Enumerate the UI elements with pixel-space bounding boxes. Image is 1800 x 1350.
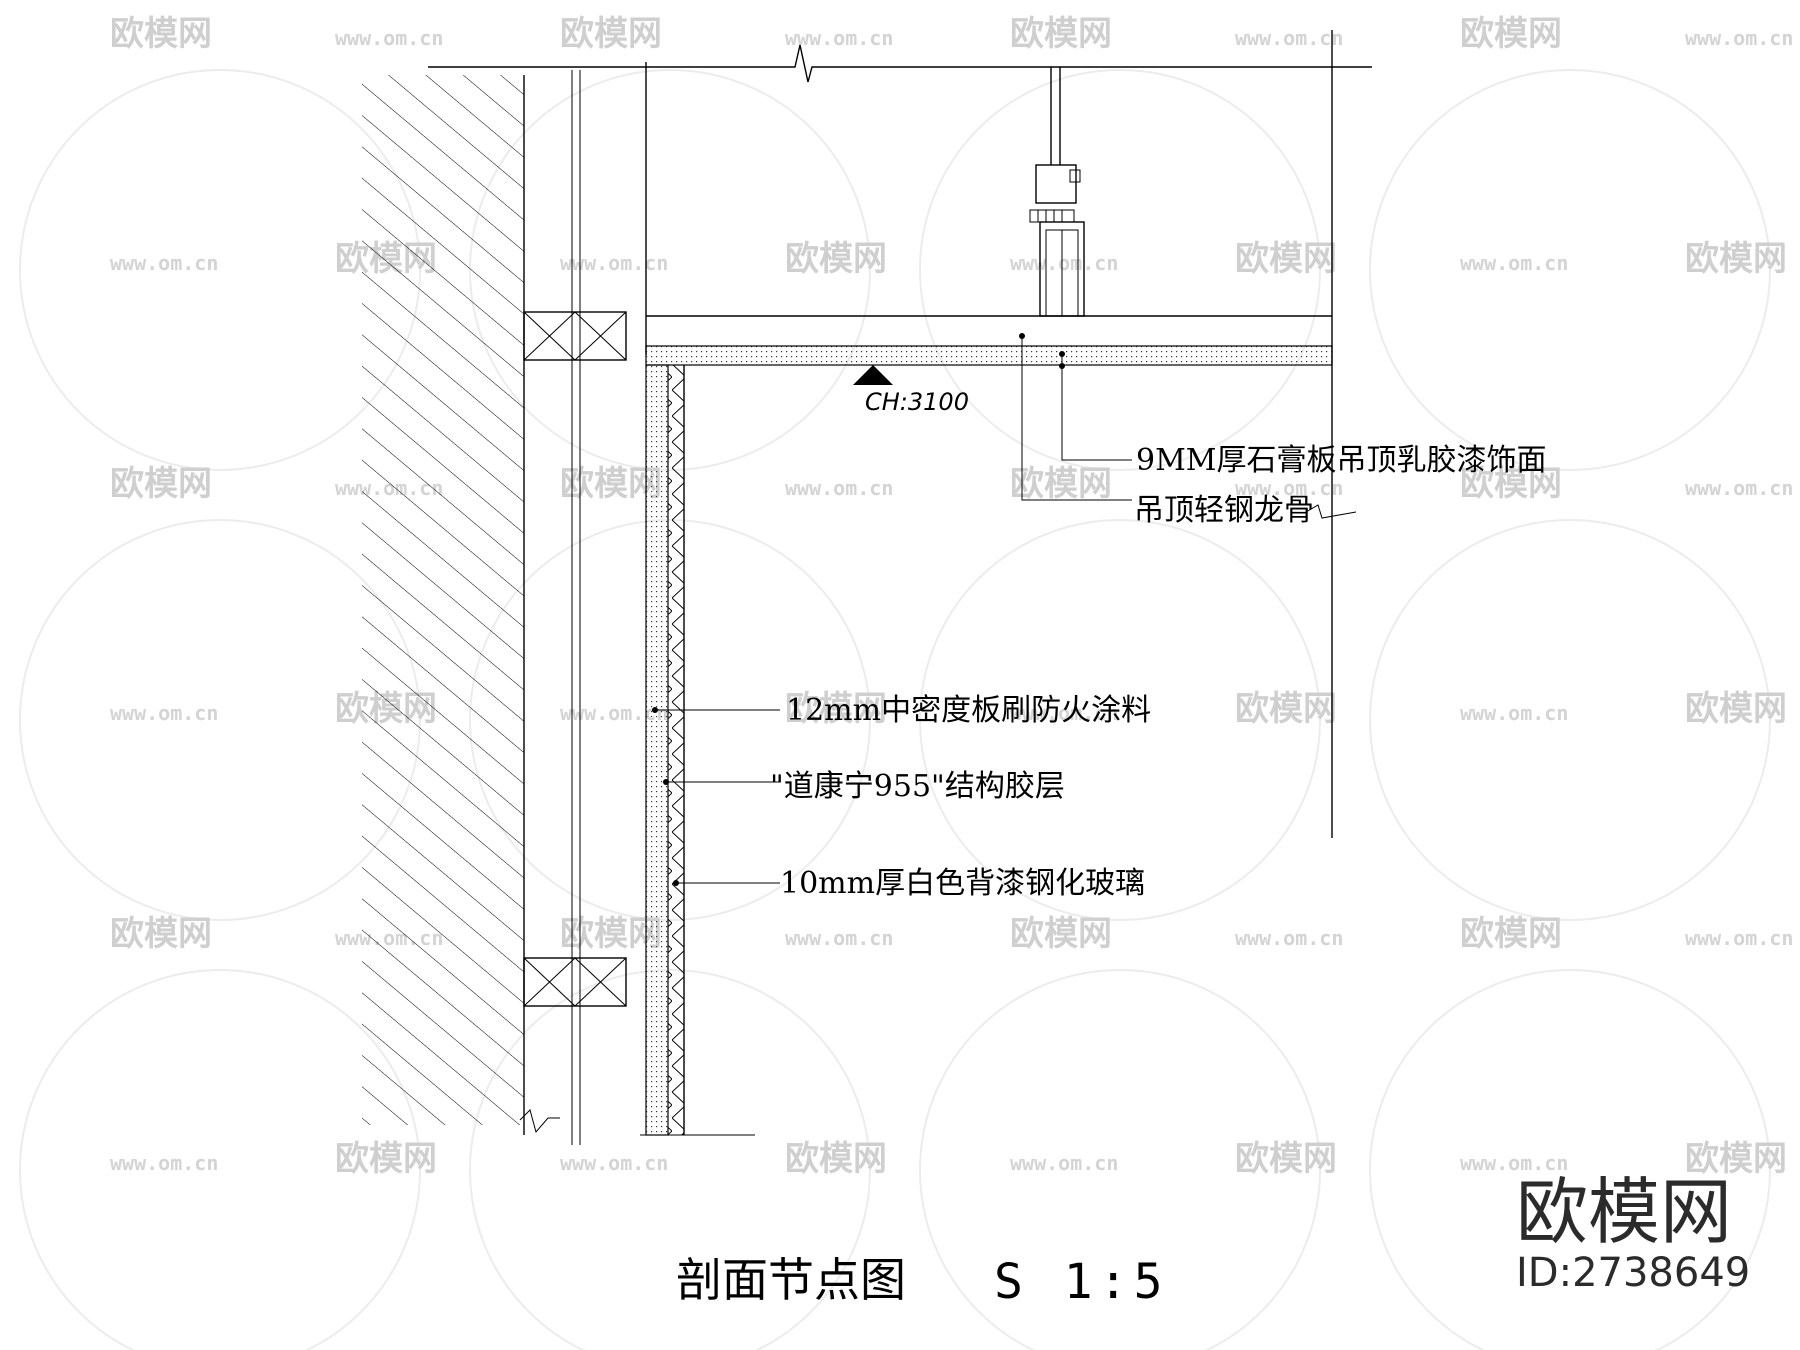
break-marks [519,1109,560,1134]
watermark-url: www.om.cn [1460,701,1568,725]
watermark-brand: 欧模网 [1460,14,1562,54]
watermark-url: www.om.cn [1685,926,1793,950]
watermark-url: www.om.cn [1460,1151,1568,1175]
watermark-brand: 欧模网 [1460,464,1562,504]
callout-mdf-board: 12mm中密度板刷防火涂料 [786,693,1151,728]
watermark-url: www.om.cn [110,251,218,275]
concrete-wall [362,75,525,1135]
ceiling-steel-keel [1029,67,1085,317]
watermark-brand: 欧模网 [1460,914,1562,954]
drawing-scale: S 1:5 [994,1254,1169,1310]
wall-finish-layers [640,364,755,1136]
watermark-brand: 欧模网 [110,464,212,504]
watermark-brand: 欧模网 [785,1139,887,1179]
ceiling-height-label: CH:3100 [865,388,969,416]
watermark-brand: 欧模网 [110,14,212,54]
watermark-url: www.om.cn [785,926,893,950]
callout-labels: 9MM厚石膏板吊顶乳胶漆饰面 吊顶轻钢龙骨 12mm中密度板刷防火涂料 "道康宁… [770,443,1547,901]
watermark-url: www.om.cn [1685,476,1793,500]
watermark-brand: 欧模网 [1685,239,1787,279]
slab-line [428,30,1372,838]
callout-steel-keel: 吊顶轻钢龙骨 [1134,493,1314,528]
callout-gypsum-ceiling: 9MM厚石膏板吊顶乳胶漆饰面 [1136,443,1547,478]
watermark-brand: 欧模网 [1010,914,1112,954]
watermark-layer: 欧模网 www.om.cn 欧模网 www.om.cn 欧模网 www.om.cn 欧模网 w… [110,14,1793,1179]
wall-framing-lines [571,62,647,1145]
callout-tempered-glass: 10mm厚白色背漆钢化玻璃 [780,866,1145,901]
watermark-url: www.om.cn [1460,251,1568,275]
watermark-brand: 欧模网 [560,464,662,504]
watermark-brand: 欧模网 [560,14,662,54]
watermark-url: www.om.cn [785,476,893,500]
watermark-url: www.om.cn [560,251,668,275]
ceiling-height-marker: CH:3100 [853,365,969,416]
watermark-brand: 欧模网 [1235,689,1337,729]
gypsum-ceiling [645,315,1333,366]
watermark-brand: 欧模网 [785,689,887,729]
brand-id: ID:2738649 [1516,1250,1750,1296]
leader-lines [652,333,1132,886]
watermark-brand: 欧模网 [1010,14,1112,54]
watermark-url: www.om.cn [110,701,218,725]
callout-structural-glue: "道康宁955"结构胶层 [770,769,1065,804]
watermark-brand: 欧模网 [1235,1139,1337,1179]
watermark-url: www.om.cn [110,1151,218,1175]
watermark-url: www.om.cn [560,1151,668,1175]
drawing-title: 剖面节点图 [676,1253,906,1307]
watermark-url: www.om.cn [785,26,893,50]
timber-blocking [523,311,627,1007]
watermark-brand: 欧模网 [560,914,662,954]
watermark-url: www.om.cn [1010,251,1118,275]
watermark-brand: 欧模网 [1685,1139,1787,1179]
watermark-url: www.om.cn [1235,926,1343,950]
watermark-url: www.om.cn [1010,1151,1118,1175]
brand-name: 欧模网 [1516,1170,1732,1254]
watermark-url: www.om.cn [1235,26,1343,50]
watermark-url: www.om.cn [1685,26,1793,50]
watermark-url: www.om.cn [1235,476,1343,500]
watermark-brand: 欧模网 [1685,689,1787,729]
watermark-url: www.om.cn [335,26,443,50]
watermark-url: www.om.cn [1010,701,1118,725]
watermark-brand: 欧模网 [335,1139,437,1179]
watermark-brand: 欧模网 [1235,239,1337,279]
watermark-brand: 欧模网 [1010,464,1112,504]
watermark-brand: 欧模网 [785,239,887,279]
watermark-brand: 欧模网 [110,914,212,954]
